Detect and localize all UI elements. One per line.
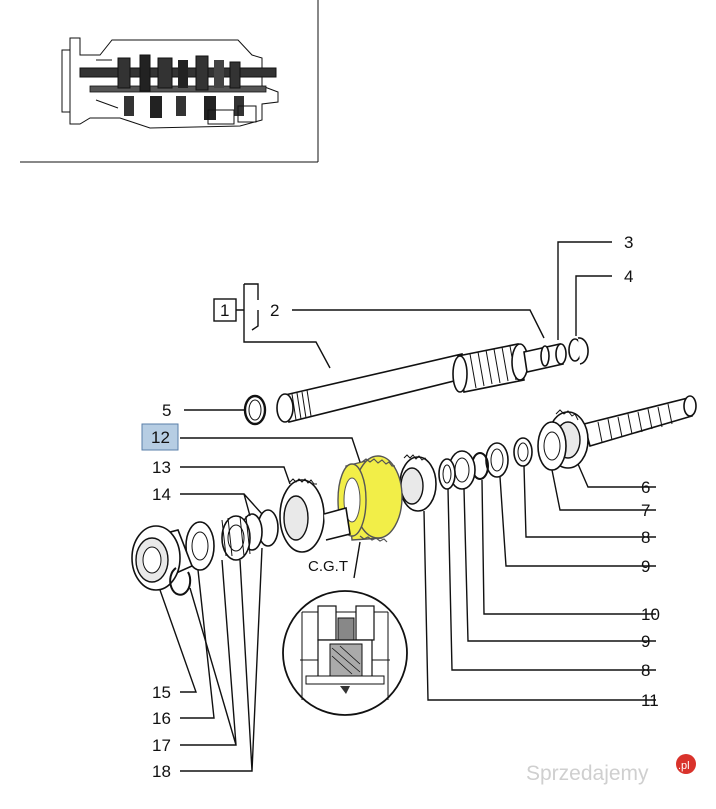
label-18: 18 [152,762,171,781]
watermark: Sprzedajemy .pl [526,754,696,785]
label-12: 12 [151,428,170,447]
group-box [213,298,237,322]
label-9-lower: 9 [641,632,650,651]
label-13: 13 [152,458,171,477]
watermark-text: Sprzedajemy [526,762,649,785]
label-11: 11 [641,691,659,710]
label-2: 2 [270,301,279,320]
label-8-upper: 8 [641,528,650,547]
label-3: 3 [624,233,633,252]
label-7: 7 [641,501,650,520]
upper-shaft [276,337,589,423]
label-cgt: C.G.T [308,558,348,575]
watermark-badge-icon [676,754,696,774]
label-16: 16 [152,709,171,728]
selected-label-box[interactable] [141,423,179,451]
cgt-detail-inset [282,590,408,716]
label-10: 10 [641,605,660,624]
lower-shaft [131,395,697,596]
label-6: 6 [641,478,650,497]
label-17: 17 [152,736,171,755]
highlighted-synchro-12[interactable] [337,455,403,543]
leader-lines [159,241,656,772]
label-group-1: 1 [220,301,229,320]
label-4: 4 [624,267,633,286]
label-9-upper: 9 [641,557,650,576]
gearbox-inset [20,0,319,163]
label-15: 15 [152,683,171,702]
label-14: 14 [152,485,171,504]
watermark-suffix: .pl [678,760,690,772]
label-8-lower: 8 [641,661,650,680]
part-labels: 1 2 3 4 5 12 13 14 C.G.T 15 16 17 18 6 7… [141,233,660,781]
label-5: 5 [162,401,171,420]
snap-ring-5 [243,394,267,426]
